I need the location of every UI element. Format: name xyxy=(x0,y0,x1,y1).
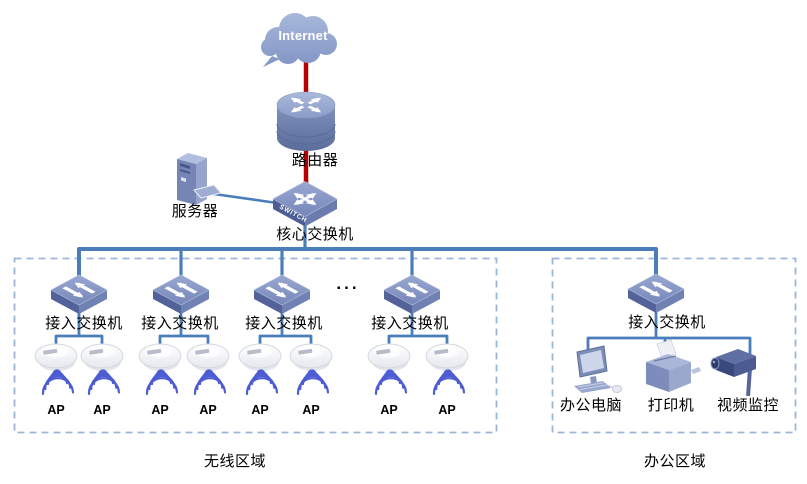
office-pc-icon xyxy=(574,345,622,393)
ap-icon-6 xyxy=(288,342,334,396)
wireless-zone-label: 无线区域 xyxy=(203,453,267,470)
office-access-switch-icon xyxy=(628,274,684,313)
office-access-switch-label: 接入交换机 xyxy=(628,314,706,331)
access-switch-label-1: 接入交换机 xyxy=(45,315,123,332)
internet-cloud-icon xyxy=(261,13,337,67)
ap-label-1: AP xyxy=(47,403,65,417)
ap-label-3: AP xyxy=(151,403,169,417)
access-switch-icon-1 xyxy=(51,275,107,314)
ap-icon-4 xyxy=(185,342,231,396)
ap-icon-3 xyxy=(137,342,183,396)
trunk-line xyxy=(77,247,658,292)
ap-icon-5 xyxy=(237,342,283,396)
access-switch-icon-4 xyxy=(384,275,440,314)
ap-uplinks-1 xyxy=(54,310,104,347)
ap-uplinks-2 xyxy=(158,310,210,347)
ap-label-5: AP xyxy=(251,403,269,417)
router-label: 路由器 xyxy=(291,152,339,169)
server-link-line xyxy=(206,191,278,205)
wireless-zone-border xyxy=(13,257,498,434)
connection-lines xyxy=(54,52,752,356)
ap-uplinks-3 xyxy=(258,310,313,347)
access-switch-label-2: 接入交换机 xyxy=(141,315,219,332)
core-switch-icon: SWITCH xyxy=(272,181,338,227)
ap-uplinks-4 xyxy=(387,310,449,347)
office-zone-border xyxy=(551,257,797,434)
access-switch-icon-2 xyxy=(153,275,209,314)
ap-label-6: AP xyxy=(302,403,320,417)
ap-label-2: AP xyxy=(93,403,111,417)
server-label: 服务器 xyxy=(171,203,219,220)
ap-label-4: AP xyxy=(199,403,217,417)
access-switch-label-4: 接入交换机 xyxy=(371,315,449,332)
access-switch-label-3: 接入交换机 xyxy=(245,315,323,332)
office-pc-label: 办公电脑 xyxy=(559,397,623,414)
office-zone-label: 办公区域 xyxy=(643,453,707,470)
router-icon xyxy=(276,91,336,151)
printer-label: 打印机 xyxy=(647,397,695,414)
ap-icon-7 xyxy=(366,342,412,396)
printer-icon xyxy=(646,339,701,392)
core-switch-label: 核心交换机 xyxy=(276,226,354,243)
more-switches-ellipsis: ... xyxy=(336,274,360,293)
ap-icon-1 xyxy=(33,342,79,396)
ap-label-7: AP xyxy=(380,403,398,417)
access-switch-icon-3 xyxy=(254,275,310,314)
camera-label: 视频监控 xyxy=(716,397,780,414)
internet-label: Internet xyxy=(278,28,328,43)
camera-icon xyxy=(710,349,756,397)
ap-label-8: AP xyxy=(438,403,456,417)
server-icon xyxy=(177,153,222,205)
ap-icon-8 xyxy=(424,342,470,396)
ap-icon-2 xyxy=(79,342,125,396)
